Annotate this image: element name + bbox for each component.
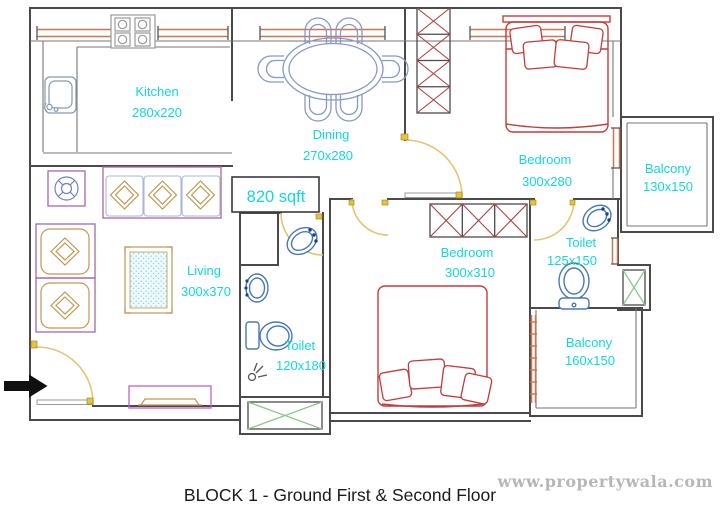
wardrobe-bedroom1 xyxy=(416,7,451,114)
bedroom2-dims: 300x310 xyxy=(445,265,495,280)
kitchen-stove xyxy=(110,14,156,49)
toilet1-dims: 125x150 xyxy=(547,253,597,268)
bedroom1-dims: 300x280 xyxy=(522,174,572,189)
dining-table xyxy=(257,17,409,122)
kitchen-label: Kitchen xyxy=(135,84,178,99)
plan-title: BLOCK 1 - Ground First & Second Floor xyxy=(184,485,496,505)
armchairs xyxy=(35,223,96,333)
door-frame-caps xyxy=(30,133,576,405)
entrance-arrow-icon xyxy=(4,374,48,398)
wardrobe-bedroom2 xyxy=(429,203,528,238)
side-table-with-fan xyxy=(47,170,86,207)
balcony1-dims: 130x150 xyxy=(643,179,693,194)
walls xyxy=(29,7,714,435)
toilet1-label: Toilet xyxy=(566,235,597,250)
toilet2-fixtures xyxy=(244,226,318,382)
bedroom1-label: Bedroom xyxy=(519,152,572,167)
bed-bedroom1 xyxy=(502,15,611,133)
toilet2-dims: 120x180 xyxy=(276,358,326,373)
shower-symbol xyxy=(247,362,268,382)
bed-bedroom2 xyxy=(377,285,493,408)
kitchen-sink xyxy=(44,76,77,114)
balcony2-dims: 160x150 xyxy=(565,353,615,368)
kitchen-dims: 280x220 xyxy=(132,105,182,120)
doors xyxy=(30,133,576,405)
dining-dims: 270x280 xyxy=(303,148,353,163)
bedroom2-label: Bedroom xyxy=(441,245,494,260)
room-labels: Kitchen 280x220 Dining 270x280 Bedroom 3… xyxy=(132,84,693,373)
bedroom1-door-leaf xyxy=(404,192,463,198)
living-label: Living xyxy=(187,263,221,278)
toilet1-fixtures xyxy=(558,204,612,310)
area-label: 820 sqft xyxy=(247,188,306,206)
tv-unit xyxy=(128,385,212,409)
entrance-door-leaf xyxy=(36,399,94,405)
sofa-three-seat xyxy=(102,166,222,219)
shaft-bottom xyxy=(247,401,323,430)
balcony1-label: Balcony xyxy=(645,161,692,176)
living-dims: 300x370 xyxy=(181,284,231,299)
area-box: 820 sqft xyxy=(231,176,320,213)
toilet2-label: Toilet xyxy=(285,338,316,353)
dining-label: Dining xyxy=(313,127,350,142)
shaft-right xyxy=(622,269,646,306)
carpet xyxy=(124,246,173,314)
watermark: www.propertywala.com xyxy=(496,472,713,491)
balcony2-label: Balcony xyxy=(566,335,613,350)
